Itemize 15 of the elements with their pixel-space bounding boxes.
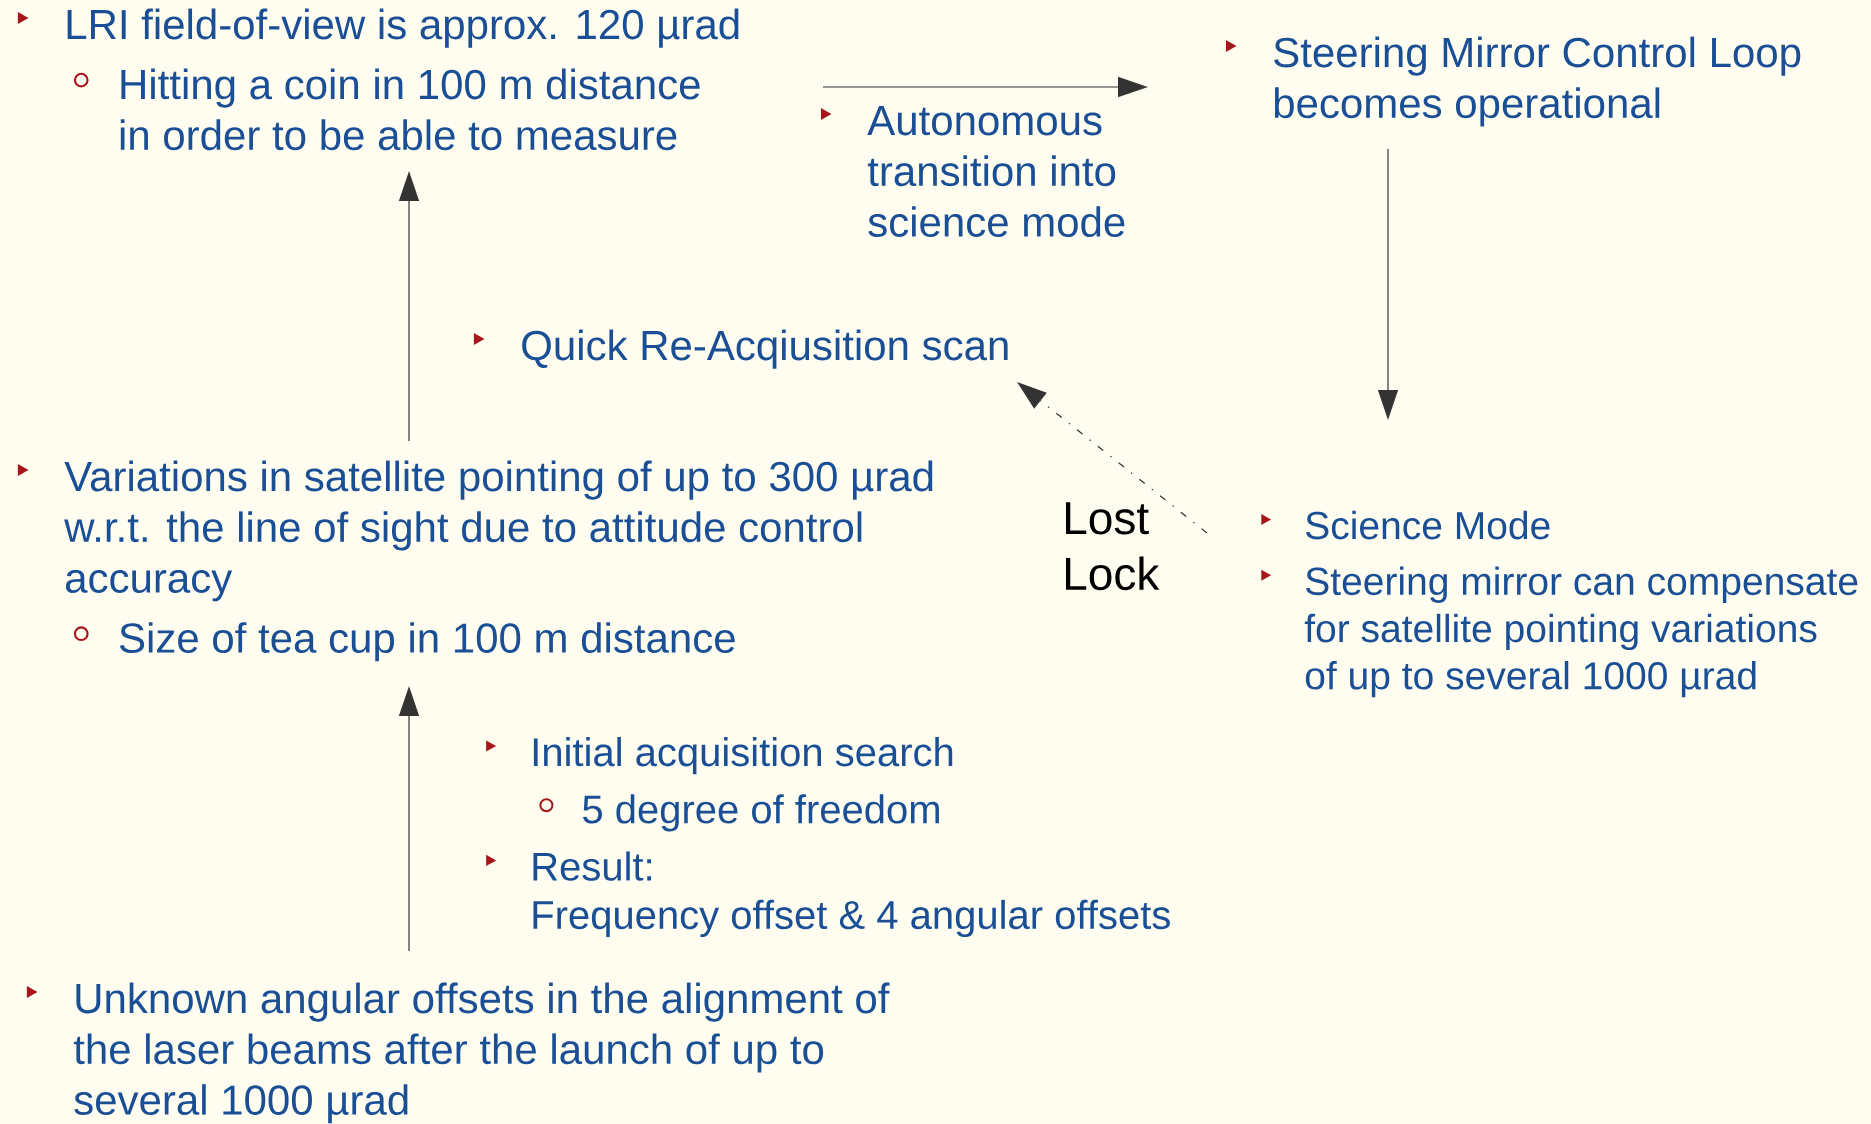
list-item: Unknown angular offsets in the alignment of the laser beams after the launch of up to several 1000 µrad	[73, 982, 890, 1124]
list-item: Size of tea cup in 100 m distance	[119, 622, 735, 662]
list-item: LRI field-of-view is approx. 120 µrad	[67, 8, 739, 48]
list-item: Steering mirror can compensate for satellite pointing variations of up to several 1000 µrad	[1304, 566, 1858, 698]
list-item: Science Mode	[1306, 510, 1550, 540]
edge-label: Autonomous transition into science mode	[867, 106, 1125, 237]
list-item: Result: Frequency offset & 4 angular offsets	[533, 851, 1170, 938]
list-item: 5 degree of freedom	[583, 794, 939, 832]
list-item: Initial acquisition search	[533, 737, 953, 775]
list-item: Steering Mirror Control Loop becomes operational	[1274, 36, 1801, 127]
list-item: Hitting a coin in 100 m distance in order to be able to measure	[120, 68, 700, 151]
list-item: Quick Re-Acqiusition scan	[522, 329, 1008, 369]
list-item: Variations in satellite pointing of up to 300 µrad w.r.t. the line of sight due to attitude control accuracy	[64, 460, 933, 602]
edge-label: Lost Lock	[1066, 502, 1160, 591]
arrow	[1017, 382, 1208, 534]
